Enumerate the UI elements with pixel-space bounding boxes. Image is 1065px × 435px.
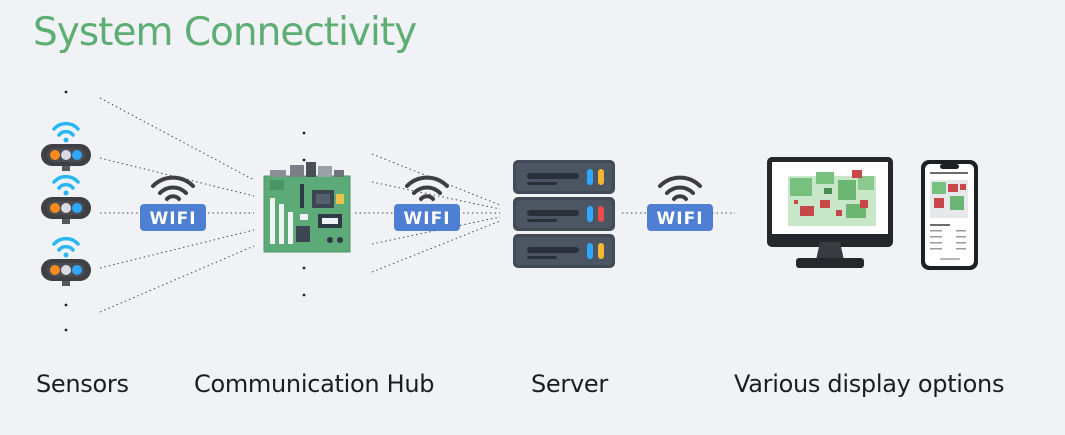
sensor-hub-line-4 [99, 229, 255, 269]
sensor-icon [39, 236, 93, 288]
wifi-label: WIFI [656, 209, 703, 229]
label-display-options: Various display options [734, 370, 1005, 398]
label-communication-hub: Communication Hub [194, 370, 435, 398]
wifi-badge-3: WIFI [645, 175, 715, 233]
diagram-title: System Connectivity [33, 10, 417, 55]
hub-server-line-5 [371, 220, 501, 273]
wifi-label: WIFI [149, 209, 196, 229]
sensors-group [39, 121, 93, 288]
ellipsis-dots [64, 90, 306, 332]
sensor-hub-line-1 [99, 97, 255, 181]
sensor-icon [39, 174, 93, 226]
wifi-label: WIFI [403, 209, 450, 229]
hub-server-line-2 [371, 181, 501, 210]
circuit-board-icon [263, 162, 351, 253]
server-icon [513, 160, 615, 268]
sensor-hub-line-5 [99, 245, 255, 313]
sensor-icon [39, 121, 93, 173]
label-sensors: Sensors [36, 370, 129, 398]
phone-icon [921, 160, 978, 270]
hub-server-line-4 [371, 216, 501, 245]
label-server: Server [531, 370, 608, 398]
wifi-badge-1: WIFI [138, 175, 208, 233]
wifi-badge-2: WIFI [392, 175, 462, 233]
monitor-icon [767, 157, 893, 268]
